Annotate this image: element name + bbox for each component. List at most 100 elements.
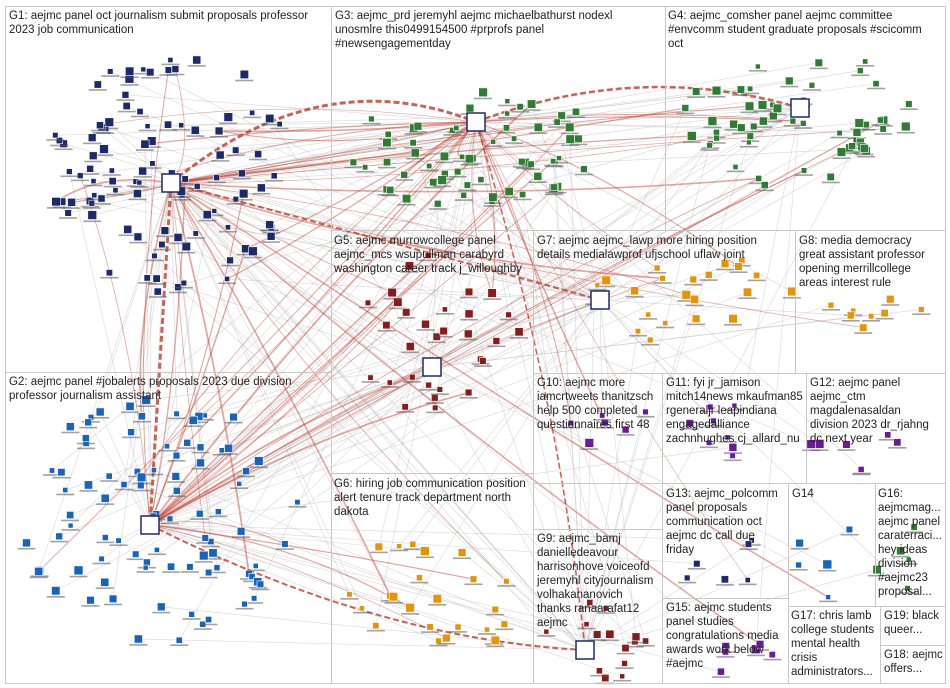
node-square: [518, 158, 526, 166]
node-label-mark: [435, 313, 454, 315]
node-label-mark: [648, 272, 667, 274]
red-edge: [141, 121, 477, 478]
node-label-mark: [147, 553, 166, 556]
node-label-mark: [199, 623, 218, 626]
node-square: [704, 271, 713, 279]
node-label-mark: [134, 72, 153, 75]
node-label-mark: [186, 237, 205, 239]
gray-edge: [732, 107, 801, 456]
node-square: [490, 635, 500, 645]
node-square: [137, 412, 146, 421]
node-label-mark: [443, 134, 462, 136]
gray-edge: [461, 552, 586, 651]
node-label-mark: [145, 259, 164, 262]
node-label-mark: [226, 154, 245, 157]
group-label-g10: G10: aejmc more iamcrtweets thanitzsch h…: [537, 377, 654, 431]
node-square: [533, 122, 543, 132]
node-label-mark: [881, 304, 900, 306]
group-label-g1: G1: aejmc panel oct journalism submit pr…: [9, 10, 309, 36]
node-label-mark: [483, 205, 501, 207]
node-label-mark: [207, 571, 226, 574]
node-square: [256, 183, 266, 193]
node-square: [239, 69, 249, 79]
node-square: [827, 301, 835, 309]
gray-edge: [569, 139, 586, 651]
node-square: [653, 264, 661, 272]
node-label-mark: [209, 515, 228, 518]
node-square: [99, 144, 109, 154]
node-square: [433, 200, 442, 208]
node-square: [89, 151, 98, 161]
node-label-mark: [172, 196, 191, 198]
node-label-mark: [448, 176, 467, 178]
node-square: [382, 158, 391, 167]
node-square: [583, 621, 590, 628]
node-label-mark: [243, 256, 262, 259]
node-square: [848, 142, 857, 150]
gray-edge: [556, 122, 601, 301]
node-label-mark: [100, 127, 119, 130]
node-label-mark: [169, 291, 187, 294]
node-label-mark: [419, 389, 438, 391]
node-label-mark: [195, 419, 214, 421]
node-square: [186, 563, 194, 571]
node-label-mark: [79, 490, 98, 492]
node-square: [463, 329, 473, 339]
group-label-g12: G12: aejmc panel aejmc_ctm magdalenasald…: [810, 377, 929, 445]
node-label-mark: [437, 643, 456, 645]
gray-edge: [599, 299, 851, 316]
node-label-mark: [76, 442, 95, 445]
node-label-mark: [251, 588, 270, 591]
gray-edge: [431, 137, 717, 368]
node-label-mark: [92, 562, 111, 565]
node-square: [478, 87, 488, 98]
node-label-mark: [498, 117, 517, 119]
node-square: [146, 68, 155, 77]
node-label-mark: [855, 153, 874, 156]
node-label-mark: [121, 411, 140, 414]
red-edge: [170, 182, 829, 598]
node-label-mark: [120, 84, 139, 86]
node-label-mark: [145, 473, 163, 476]
node-square: [86, 165, 94, 173]
gray-edge: [149, 511, 219, 526]
node-label-mark: [725, 409, 744, 411]
node-label-mark: [356, 171, 375, 173]
node-square: [856, 67, 864, 74]
node-label-mark: [90, 129, 109, 132]
gray-edge: [138, 638, 586, 651]
node-label-mark: [226, 203, 245, 205]
node-square: [73, 565, 84, 576]
node-square: [51, 197, 61, 207]
red-edge: [170, 128, 884, 184]
red-edge: [475, 121, 606, 423]
node-label-mark: [397, 203, 416, 206]
gray-edge: [170, 148, 865, 184]
red-edge: [170, 182, 206, 538]
node-square: [724, 434, 731, 441]
node-square: [439, 151, 450, 161]
node-square: [102, 534, 109, 541]
node-square: [127, 428, 135, 436]
gray-edge: [412, 299, 601, 545]
node-label-mark: [707, 96, 726, 98]
node-label-mark: [703, 126, 722, 129]
red-edges: [39, 69, 885, 651]
node-label-mark: [460, 296, 478, 299]
node-square: [140, 66, 147, 73]
gray-edge: [584, 299, 695, 651]
node-label-mark: [428, 208, 447, 210]
node-label-mark: [751, 649, 769, 651]
node-label-mark: [495, 628, 514, 631]
node-label-mark: [132, 420, 151, 423]
node-square: [768, 651, 776, 659]
gray-edge: [227, 278, 601, 301]
node-square: [441, 306, 448, 313]
node-label-mark: [744, 130, 763, 133]
node-square: [800, 167, 808, 174]
node-square: [136, 108, 144, 116]
node-label-mark: [106, 193, 125, 196]
node-square: [241, 600, 248, 608]
group-label-g9: G9: aejmc_bamj danielledeavour harrisonh…: [537, 533, 654, 629]
node-square: [138, 166, 148, 176]
